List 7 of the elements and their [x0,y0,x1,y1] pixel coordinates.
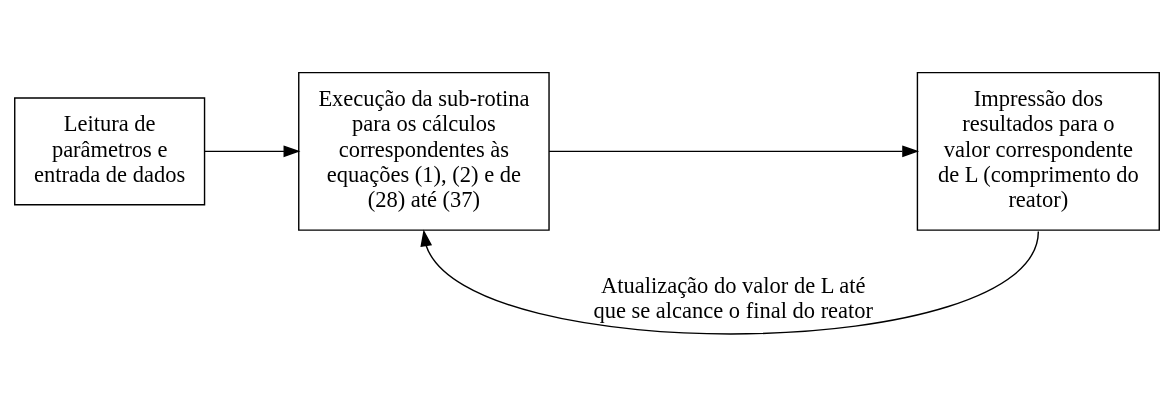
node-box: Leitura de parâmetros e entrada de dados [14,97,206,206]
node-box: Impressão dos resultados para o valor correspondente de L (comprimento do reator) [916,71,1160,231]
arrow [420,229,1040,335]
node-box: Execução da sub-rotina para os cálculos correspondentes às equações (1), (2) e de (28) até (37) [298,71,550,231]
arrow [204,145,301,158]
arrow [548,145,920,158]
edge-label: Atualização do valor de L até que se alcance o final do reator [593,273,874,324]
